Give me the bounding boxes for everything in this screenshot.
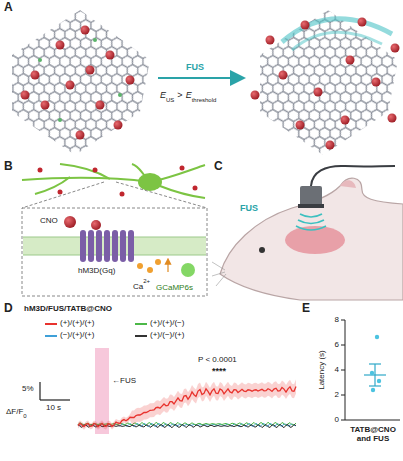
- axes: [341, 320, 400, 420]
- tick-label: 4: [335, 365, 339, 374]
- legend-swatch: [135, 323, 147, 325]
- text-group: EUS>Ethreshold: [160, 84, 216, 104]
- scale-label: 5%: [22, 384, 34, 393]
- energy-subscript: US: [166, 97, 174, 103]
- process-arrow: [158, 77, 242, 79]
- calcium: [137, 259, 168, 273]
- data-points: [364, 335, 386, 392]
- energy-symbol: E: [160, 90, 166, 100]
- legend-swatch: [45, 323, 57, 325]
- significance-stars: ****: [212, 366, 226, 376]
- energy-symbol: E: [186, 90, 192, 100]
- tick-label: 6: [335, 340, 339, 349]
- mof-lattice: [12, 10, 150, 155]
- panel-letter: E: [302, 302, 310, 316]
- axis-label: ΔF/F: [6, 407, 23, 416]
- stimulus-label: FUS: [240, 203, 258, 213]
- axis-title: Latency (s): [317, 350, 326, 390]
- scale-label: 10 s: [46, 403, 61, 412]
- p-value: P < 0.0001: [198, 355, 237, 364]
- gcamp-sensor: [181, 263, 195, 277]
- sensor-label: GCaMP6s: [156, 283, 193, 292]
- text-group: Ca2+: [133, 275, 150, 293]
- cno-ball: [64, 216, 76, 228]
- text-group: ΔF/F0: [6, 400, 27, 420]
- molecule-label: CNO: [40, 216, 58, 225]
- legend-label: (+)/(+)/(+): [60, 318, 94, 327]
- rat-head: [212, 166, 403, 300]
- panel-letter: A: [4, 1, 13, 15]
- tick-label: 8: [335, 315, 339, 324]
- category-label: TATB@CNO and FUS: [345, 425, 401, 443]
- panel-letter: B: [4, 160, 13, 174]
- legend-swatch: [135, 335, 147, 337]
- tick-label: 0: [335, 415, 339, 424]
- ion-label: Ca: [133, 282, 143, 291]
- mof-lattice-released: [251, 10, 400, 155]
- energy-subscript: threshold: [192, 97, 217, 103]
- legend-label: (+)/(−)/(+): [150, 330, 184, 339]
- neuron: [22, 164, 205, 198]
- cno-dots: [38, 166, 198, 197]
- scale-bar: [40, 382, 70, 400]
- cell-body: [138, 173, 162, 191]
- panel-letter: D: [4, 302, 13, 316]
- receptor-label: hM3D(Gq): [78, 266, 115, 275]
- trace-line: [78, 387, 296, 427]
- cno-ball: [91, 220, 101, 230]
- panel-letter: C: [214, 160, 223, 174]
- comparison-sign: >: [177, 90, 182, 100]
- ion-charge: 2+: [143, 278, 150, 284]
- tick-label: 2: [335, 390, 339, 399]
- zoom-box: [22, 182, 207, 296]
- receptor: [80, 230, 134, 262]
- stimulus-label: FUS: [186, 62, 204, 72]
- legend-label: (+)/(+)/(−): [150, 318, 184, 327]
- stimulus-marker: ←FUS: [112, 376, 136, 385]
- legend-label: (−)/(+)/(+): [60, 330, 94, 339]
- legend-swatch: [45, 335, 57, 337]
- chart-header: hM3D/FUS/TATB@CNO: [24, 304, 112, 313]
- axis-subscript: 0: [23, 413, 26, 419]
- trace-error: [78, 380, 296, 430]
